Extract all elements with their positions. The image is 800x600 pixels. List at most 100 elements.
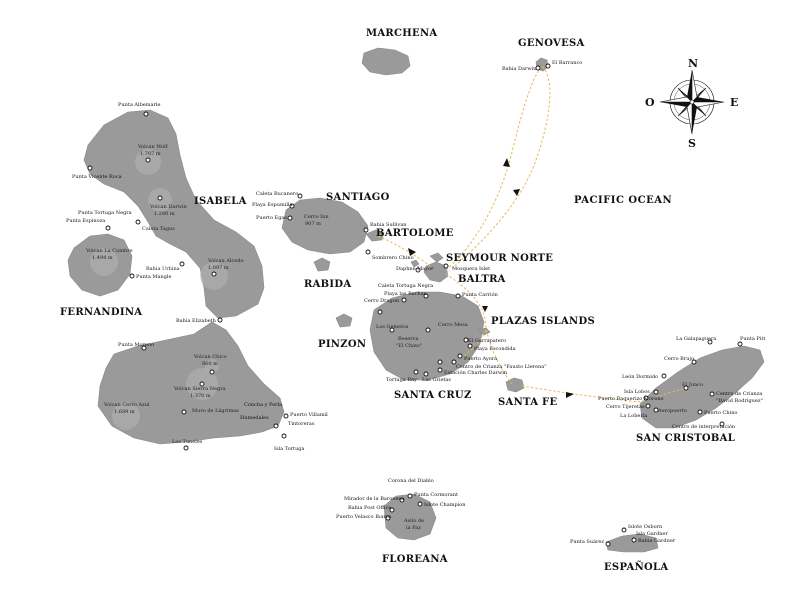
volcan-chico-crater [205, 359, 219, 373]
label-cerro-inn-alt: 907 m [305, 221, 321, 227]
label-los-gemelos: Los Gemelos [376, 324, 409, 330]
label-volcan-alcedo-alt: 1.097 m [208, 265, 229, 271]
label-volcan-cerro-azul: Volcan Cerro Azul [103, 402, 150, 408]
label-centro-crianza-fausto: Centro de Crianza "Fausto Llerena" [456, 364, 547, 370]
compass-south-label: S [688, 137, 696, 150]
espanola-island [605, 533, 659, 553]
route-santa-cruz [463, 329, 487, 357]
compass-point-n [687, 70, 692, 102]
compass-point-w-light [659, 96, 693, 103]
label-volcan-darwin-alt: 1.280 m [154, 211, 175, 217]
compass-point-w [660, 102, 692, 107]
label-cerro-mesa: Cerro Mesa [438, 322, 468, 328]
label-puerto-baquerizo: Puerto Baquerizo Moreno [598, 396, 664, 402]
label-seymour-norte: SEYMOUR NORTE [446, 253, 553, 264]
site-marker [143, 111, 149, 117]
label-bahia-sullivan: Bahia Sullivan [370, 222, 407, 228]
site-marker [199, 381, 205, 387]
santa-fe-island [505, 377, 525, 393]
label-punta-moreno: Punta Moreno [118, 342, 154, 348]
label-punta-albemarle: Punta Albemarle [118, 102, 160, 108]
rabida-island [313, 257, 331, 272]
label-reserva: Reserva [398, 336, 418, 342]
label-el-garrapatero: El Garrapatero [468, 338, 506, 344]
volcan-cerro-azul-crater [112, 402, 140, 430]
site-marker [463, 337, 469, 343]
label-bahia-elizabeth: Bahia Elizabeth [176, 318, 217, 324]
compass-north-label: N [688, 57, 698, 70]
site-marker [425, 327, 431, 333]
label-punta-carrion: Punta Carrión [462, 291, 499, 298]
bartolome-island [365, 229, 385, 242]
label-la-galapaguera: La Galapaguera [676, 336, 716, 342]
site-marker [467, 343, 473, 349]
site-marker [707, 339, 713, 345]
site-marker [451, 359, 457, 365]
label-genovesa: GENOVESA [518, 38, 585, 49]
site-marker [283, 413, 289, 419]
label-caleta-tortuga-negra: Caleta Tortuga Negra [378, 283, 433, 289]
label-las-grietas: Las Grietas [422, 377, 451, 383]
floreana-island [383, 493, 437, 541]
label-punta-espinoza: Punta Espinoza [66, 218, 105, 224]
route-arrow-3 [408, 248, 416, 256]
label-islote-champion: Islote Champion [424, 502, 466, 508]
label-volcan-sierra-negra: Volcan Sierra Negra [173, 386, 226, 392]
label-centro-interpretacion: Centro de interpretación [672, 423, 736, 430]
site-marker [363, 227, 369, 233]
site-marker [389, 327, 395, 333]
label-floreana: FLOREANA [382, 554, 448, 565]
site-marker [653, 407, 659, 413]
site-marker [737, 341, 743, 347]
label-san-cristobal: SAN CRISTOBAL [636, 433, 735, 444]
site-marker [281, 433, 287, 439]
label-volcan-la-cumbre-alt: 1.494 m [92, 255, 113, 261]
marchena-island [361, 47, 411, 76]
label-centro-crianza-david: Centro de Crianza [716, 391, 762, 397]
site-marker [273, 423, 279, 429]
compass-west-label: O [645, 96, 655, 109]
compass-point-e [692, 97, 724, 102]
site-marker [157, 195, 163, 201]
site-marker [661, 373, 667, 379]
site-marker [399, 497, 405, 503]
label-volcan-wolf: Volcan Wolf [137, 144, 169, 150]
label-pinzon: PINZON [318, 339, 366, 350]
site-marker [455, 293, 461, 299]
baltra-island [423, 261, 449, 283]
route-arrow-1 [503, 158, 510, 167]
site-marker [145, 157, 151, 163]
label-sombrero-chino: Sombrero Chino [372, 255, 414, 261]
label-puerto-egas: Puerto Egas [256, 215, 287, 221]
label-espanola: ESPAÑOLA [604, 561, 668, 573]
plazas-island [477, 327, 491, 336]
label-punta-suarez: Punta Suárez [570, 538, 604, 545]
label-concha-y-perla: Concha y Perla [244, 402, 282, 408]
label-tortuga-bay: Tortuga Bay [386, 377, 417, 383]
label-puerto-velasco-ibarra: Puerto Velasco Ibarra [336, 514, 391, 520]
label-bahia-urbina: Bahia Urbina [146, 266, 180, 272]
compass-center [689, 99, 695, 105]
site-marker [697, 409, 703, 415]
site-markers [87, 63, 743, 547]
site-marker [645, 403, 651, 409]
label-la-paz: la Paz [406, 525, 421, 531]
label-isabela: ISABELA [194, 196, 247, 207]
label-volcan-alcedo: Volcan Alcedo [207, 258, 244, 264]
label-cerro-dragon: Cerro Dragon [364, 298, 400, 304]
label-playa-las-bachas: Playa las Bachas [384, 291, 427, 297]
santiago-island [281, 197, 369, 255]
site-marker [297, 193, 303, 199]
label-aeropuerto: Aeropuerto [657, 408, 687, 414]
compass-point-s-light [686, 101, 693, 135]
label-humedales: Humedales [240, 415, 269, 421]
site-marker [605, 541, 611, 547]
site-marker [545, 63, 551, 69]
route-arrow-5 [566, 392, 574, 398]
label-bartolome: BARTOLOME [376, 228, 454, 239]
label-leon-dormido: León Dormido [622, 373, 658, 380]
label-punta-pitt: Punta Pitt [740, 336, 765, 342]
label-volcan-sierra-negra-alt: 1.370 m [190, 393, 211, 399]
route-arrow-4 [482, 306, 488, 312]
